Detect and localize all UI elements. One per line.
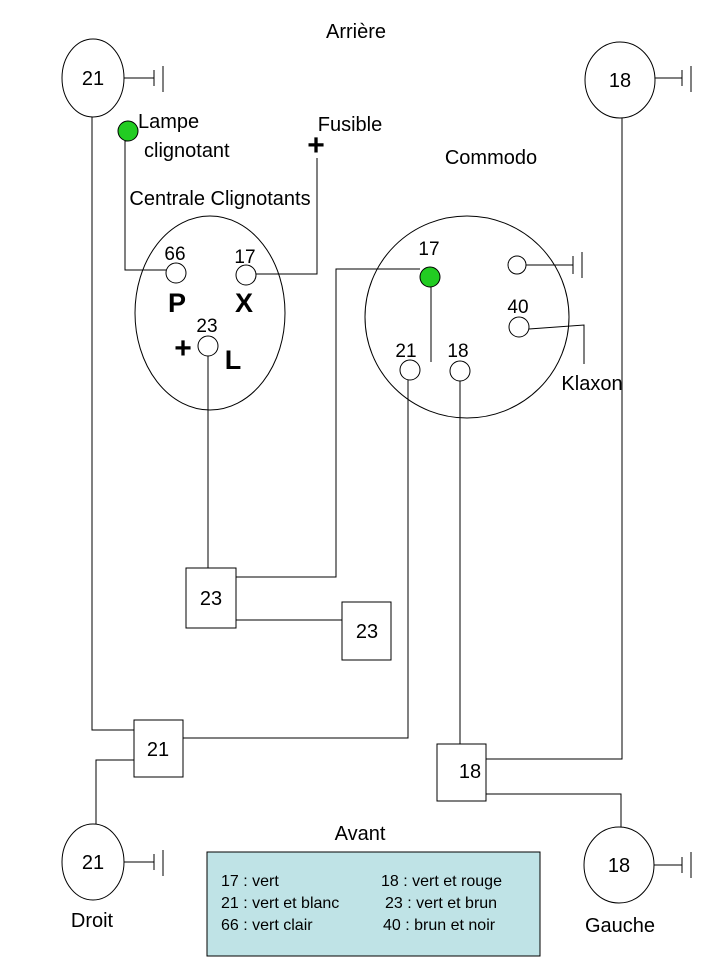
connector-18-label: 18 [459,761,481,783]
central-pin-66 [165,262,187,284]
central-pin-66-label: 66 [164,244,185,265]
rear-right-lamp: 21 [61,38,164,118]
commodo-pin-ground [507,255,527,275]
central-pin-23-label: 23 [196,316,217,337]
fuse-plus: + [307,129,325,162]
central-plus: + [174,332,192,365]
color-legend: 17 : vert 18 : vert et rouge 21 : vert e… [206,851,541,957]
commodo-pin-17 [419,266,441,288]
right-label: Droit [71,910,114,932]
central-unit-title: Centrale Clignotants [129,188,310,210]
connector-23-a-label: 23 [200,588,222,610]
commodo-pin-40 [508,316,530,338]
wire-fuse-to-17 [256,158,318,275]
rear-left-lamp: 18 [584,41,692,119]
wire-40-to-horn [528,324,585,364]
wire-18-to-front-left [486,793,622,827]
central-unit [134,215,286,411]
central-pin-17 [235,264,257,286]
commodo-pin-17-label: 17 [418,239,439,260]
rear-right-lamp-label: 21 [82,68,104,90]
wire-lamp-to-66 [124,140,166,271]
central-pin-17-label: 17 [234,247,255,268]
commodo-title: Commodo [445,147,537,169]
connector-18 [436,743,487,802]
lamp-label-line2: clignotant [144,140,230,162]
legend-box [206,851,541,957]
connector-23-a [185,567,237,629]
commodo-pin-21 [399,359,421,381]
connector-23-b-label: 23 [356,621,378,643]
wire-21-to-commodo [183,380,409,739]
front-left-lamp: 18 [583,826,692,904]
commodo-pin-18-label: 18 [447,341,468,362]
connector-21-label: 21 [147,739,169,761]
legend-item: 17 : vert [221,873,279,890]
rear-left-lamp-label: 18 [609,70,631,92]
commodo-pin-40-label: 40 [507,297,528,318]
fuse-label: Fusible [318,114,382,136]
rear-title: Arrière [326,21,386,43]
central-letter-p: P [168,288,186,318]
lamp-label-line1: Lampe [138,111,199,133]
central-pin-23 [197,335,219,357]
central-letter-l: L [225,345,242,375]
central-letter-x: X [235,288,253,318]
connector-23-b [341,601,392,661]
commodo-pin-21-label: 21 [395,341,416,362]
left-label: Gauche [585,915,655,937]
indicator-lamp [117,120,139,142]
legend-item: 23 : vert et brun [385,895,497,912]
wire-18-to-rear-left [486,118,623,760]
commodo-pin-18 [449,360,471,382]
legend-item: 66 : vert clair [221,917,313,934]
wire-rear-right-to-21 [91,117,134,731]
horn-label: Klaxon [561,373,622,395]
front-right-lamp-label: 21 [82,852,104,874]
commodo-switch [364,215,570,419]
legend-item: 18 : vert et rouge [381,873,502,890]
legend-item: 40 : brun et noir [383,917,496,934]
front-title: Avant [335,823,386,845]
connector-21 [133,719,184,778]
wire-21-to-front-right [95,759,134,824]
legend-item: 21 : vert et blanc [221,895,339,912]
wire-23-to-commodo-17 [236,268,420,578]
front-left-lamp-label: 18 [608,855,630,877]
front-right-lamp: 21 [61,823,164,901]
